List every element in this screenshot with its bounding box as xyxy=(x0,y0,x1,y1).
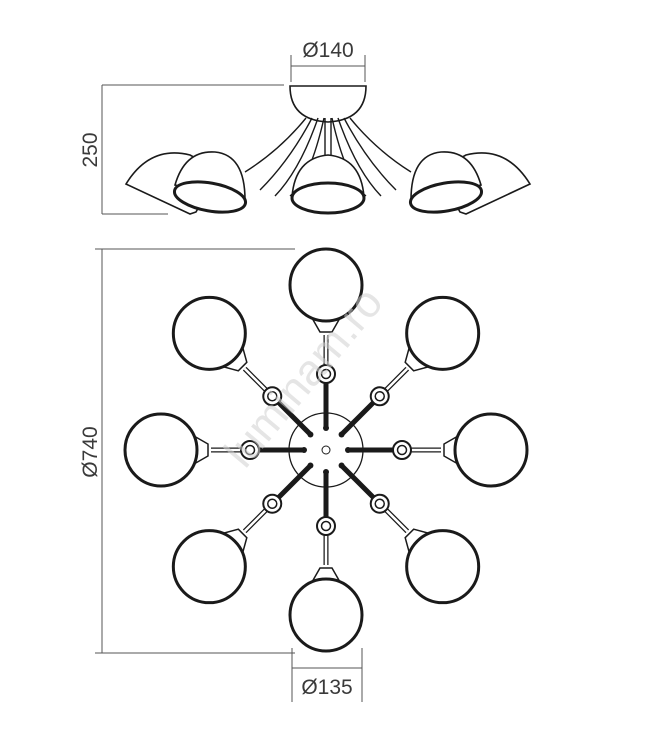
canopy xyxy=(289,85,367,123)
dim-canopy-label: Ø140 xyxy=(302,39,353,62)
joint-screw xyxy=(244,444,256,456)
hub-dot xyxy=(345,447,351,453)
shade-rim xyxy=(408,180,484,214)
top-view xyxy=(123,247,529,653)
arm-rod-inner xyxy=(384,367,409,392)
side-view xyxy=(124,85,532,215)
arm-rod xyxy=(339,399,377,437)
globe-shade xyxy=(405,529,481,605)
joint-screw xyxy=(267,391,278,402)
dim-shade-label: Ø135 xyxy=(301,676,352,699)
globe-shade xyxy=(123,412,199,488)
dim-height-label: 250 xyxy=(79,132,102,167)
shade-rim xyxy=(172,180,248,214)
hub-dot xyxy=(338,431,345,438)
hub-dot xyxy=(301,447,307,453)
hub-center xyxy=(321,445,331,455)
hub-dot xyxy=(307,431,314,438)
joint-screw xyxy=(320,368,332,380)
side-arms xyxy=(244,117,412,197)
globe-shade xyxy=(171,295,247,371)
globe-shade xyxy=(288,577,364,653)
globe-shade xyxy=(171,529,247,605)
arm-rod-inner xyxy=(243,508,268,533)
arm-rod-inner xyxy=(384,508,409,533)
side-shades xyxy=(124,151,532,215)
arm-rod xyxy=(275,463,313,501)
joint-screw xyxy=(374,391,385,402)
hub-dot xyxy=(323,425,329,431)
arm-rod-inner xyxy=(243,367,268,392)
joint-screw xyxy=(374,498,385,509)
joint-screw xyxy=(267,498,278,509)
globe-shade xyxy=(405,295,481,371)
dimension-lines xyxy=(95,55,366,702)
arm-rod xyxy=(339,463,377,501)
hub-dot xyxy=(307,462,314,469)
hub-dot xyxy=(338,462,345,469)
arm-rod xyxy=(275,399,313,437)
dim-overall-label: Ø740 xyxy=(79,426,102,477)
globe-shade xyxy=(288,247,364,323)
hub-dot xyxy=(323,469,329,475)
shade-rim xyxy=(290,181,366,215)
joint-screw xyxy=(396,444,408,456)
globe-shade xyxy=(453,412,529,488)
joint-screw xyxy=(320,520,332,532)
